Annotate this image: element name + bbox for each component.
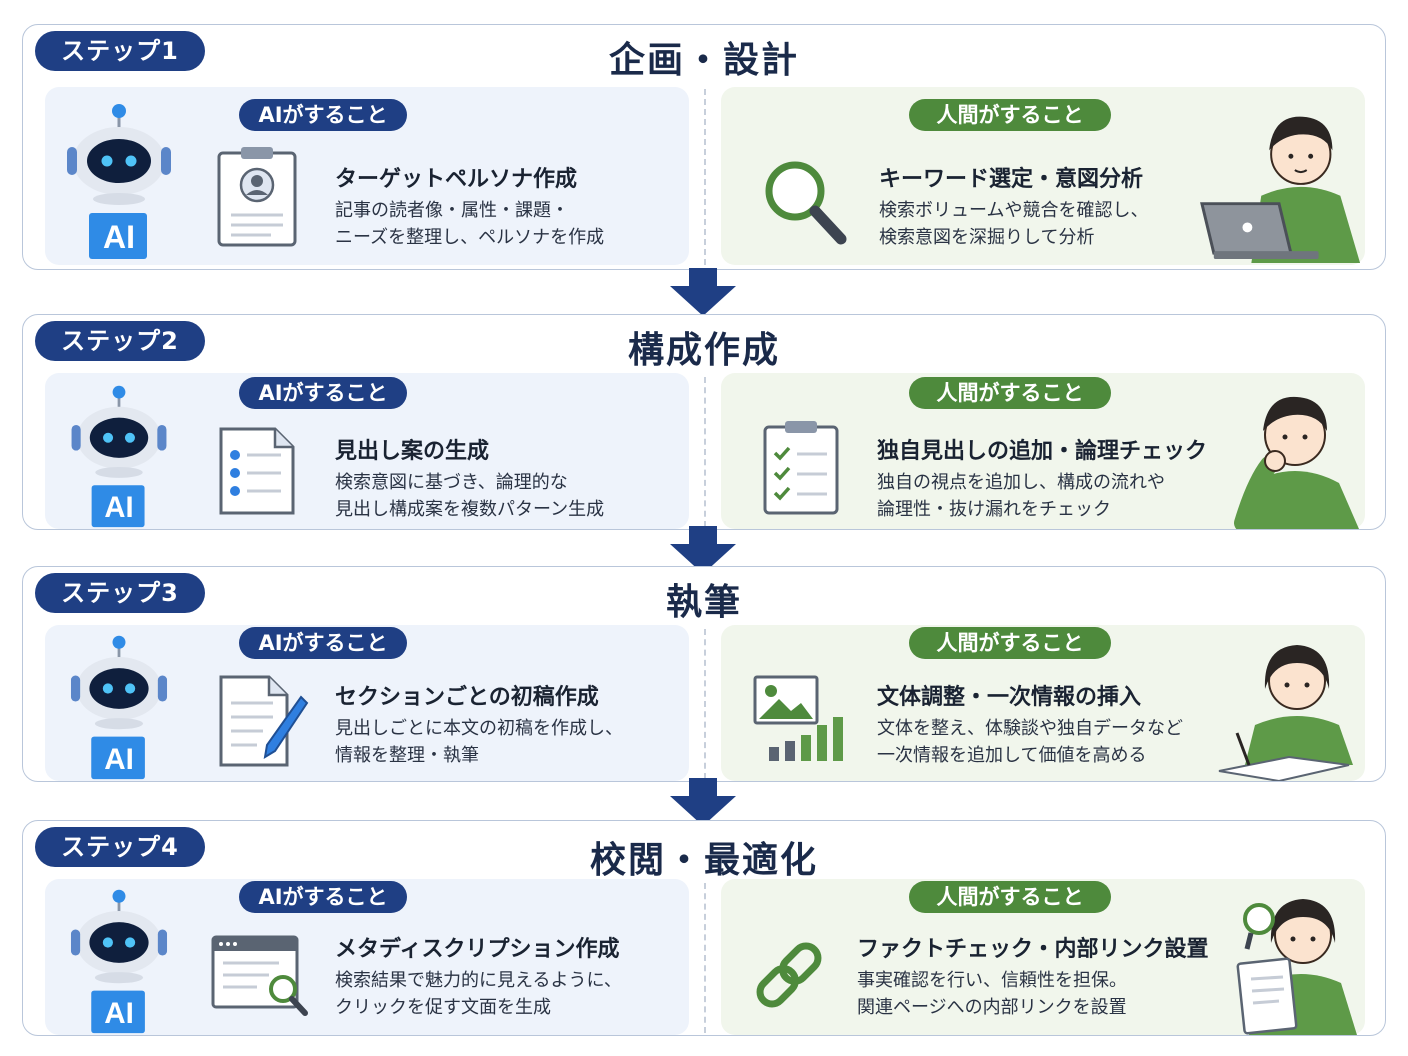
human-panel: 人間がすること ファクトチェック・内部リンク設置 事実確認を行い、信頼性を担保。… (721, 879, 1365, 1035)
flow-arrow (670, 778, 736, 826)
human-task-desc-line-2: 論理性・抜け漏れをチェック (877, 499, 1111, 520)
step-3: ステップ3 執筆 AI AIがすること セクションごとの初稿作成 見出しごとに本… (22, 566, 1386, 782)
ai-task-title: セクションごとの初稿作成 (335, 685, 599, 710)
human-task-title: 文体調整・一次情報の挿入 (877, 685, 1142, 710)
step-1: ステップ1 企画・設計 AI AIがすること ターゲットペルソナ作成 記事の読者… (22, 24, 1386, 270)
ai-task-desc-line-1: 記事の読者像・属性・課題・ (335, 200, 569, 221)
step-title: 企画・設計 (608, 40, 799, 81)
human-task-desc-line-2: 一次情報を追加して価値を高める (877, 745, 1147, 766)
human-task-desc-line-2: 関連ページへの内部リンクを設置 (857, 997, 1127, 1018)
flow-arrow (670, 268, 736, 316)
svg-text:AI: AI (103, 219, 135, 255)
divider (704, 629, 706, 779)
human-task-desc-line-2: 検索意図を深掘りして分析 (879, 227, 1095, 248)
human-panel: 人間がすること 文体調整・一次情報の挿入 文体を整え、体験談や独自データなど 一… (721, 625, 1365, 781)
ai-task-title: 見出し案の生成 (335, 439, 490, 464)
bullet-list-document-icon (219, 427, 295, 515)
human-task-desc-line-1: 独自の視点を追加し、構成の流れや (877, 472, 1165, 493)
ai-role-pill: AIがすること (239, 881, 407, 913)
profile-clipboard-icon (217, 147, 297, 247)
human-task-title: キーワード選定・意図分析 (879, 167, 1144, 192)
ai-task-title: ターゲットペルソナ作成 (335, 167, 578, 192)
human-panel: 人間がすること キーワード選定・意図分析 検索ボリュームや競合を確認し、 検索意… (721, 87, 1365, 265)
ai-panel: AI AIがすること メタディスクリプション作成 検索結果で魅力的に見えるように… (45, 879, 689, 1035)
svg-text:AI: AI (104, 743, 134, 776)
step-title: 校閲・最適化 (589, 840, 818, 881)
human-task-title: 独自見出しの追加・論理チェック (877, 439, 1208, 464)
ai-task-desc-line-2: 見出し構成案を複数パターン生成 (335, 499, 605, 520)
ai-task-desc-line-2: ニーズを整理し、ペルソナを作成 (335, 227, 605, 248)
step-badge: ステップ1 (35, 31, 205, 71)
ai-robot-icon: AI (67, 633, 171, 781)
ai-task-desc-line-1: 検索結果で魅力的に見えるように、 (335, 970, 622, 991)
checklist-clipboard-icon (763, 421, 839, 515)
ai-robot-icon: AI (67, 101, 171, 261)
human-role-pill: 人間がすること (909, 627, 1111, 659)
step-title: 執筆 (665, 582, 742, 623)
human-panel: 人間がすること 独自見出しの追加・論理チェック 独自の視点を追加し、構成の流れや… (721, 373, 1365, 529)
person-thinking-illustration (1234, 396, 1359, 529)
human-role-pill: 人間がすること (909, 881, 1111, 913)
human-task-desc-line-1: 文体を整え、体験談や独自データなど (877, 718, 1183, 739)
person-checking-illustration (1236, 899, 1357, 1035)
human-task-title: ファクトチェック・内部リンク設置 (857, 937, 1209, 962)
ai-task-desc-line-1: 検索意図に基づき、論理的な (335, 472, 568, 493)
divider (704, 89, 706, 265)
step-2: ステップ2 構成作成 AI AIがすること 見出し案の生成 検索意図に基づき、論… (22, 314, 1386, 530)
ai-role-pill: AIがすること (239, 99, 407, 131)
ai-robot-icon: AI (67, 887, 171, 1035)
human-task-desc-line-1: 事実確認を行い、信頼性を担保。 (857, 970, 1127, 991)
divider (704, 377, 706, 527)
ai-task-desc-line-1: 見出しごとに本文の初稿を作成し、 (335, 718, 623, 739)
step-badge: ステップ4 (35, 827, 205, 867)
svg-text:AI: AI (104, 492, 133, 524)
step-badge: ステップ3 (35, 573, 205, 613)
ai-task-title: メタディスクリプション作成 (335, 937, 620, 962)
step-4: ステップ4 校閲・最適化 AI AIがすること メタディスクリプション作成 検索… (22, 820, 1386, 1036)
human-role-pill: 人間がすること (909, 377, 1111, 409)
ai-task-desc-line-2: 情報を整理・執筆 (335, 745, 479, 766)
search-result-window-icon (211, 935, 308, 1016)
svg-text:AI: AI (104, 997, 134, 1030)
chain-link-icon (756, 942, 822, 1008)
step-title: 構成作成 (627, 330, 780, 371)
ai-panel: AI AIがすること 見出し案の生成 検索意図に基づき、論理的な 見出し構成案を… (45, 373, 689, 529)
magnifier-icon (765, 161, 847, 245)
ai-task-desc-line-2: クリックを促す文面を生成 (335, 997, 551, 1018)
image-chart-icon (753, 675, 843, 761)
document-pen-icon (219, 675, 309, 767)
divider (704, 883, 706, 1033)
ai-panel: AI AIがすること ターゲットペルソナ作成 記事の読者像・属性・課題・ ニーズ… (45, 87, 689, 265)
person-laptop-illustration (1200, 116, 1361, 263)
human-task-desc-line-1: 検索ボリュームや競合を確認し、 (879, 200, 1149, 221)
ai-robot-icon: AI (67, 383, 171, 529)
human-role-pill: 人間がすること (909, 99, 1111, 131)
ai-panel: AI AIがすること セクションごとの初稿作成 見出しごとに本文の初稿を作成し、… (45, 625, 689, 781)
person-writing-illustration (1218, 645, 1353, 781)
step-badge: ステップ2 (35, 321, 205, 361)
ai-role-pill: AIがすること (239, 627, 407, 659)
ai-role-pill: AIがすること (239, 377, 407, 409)
